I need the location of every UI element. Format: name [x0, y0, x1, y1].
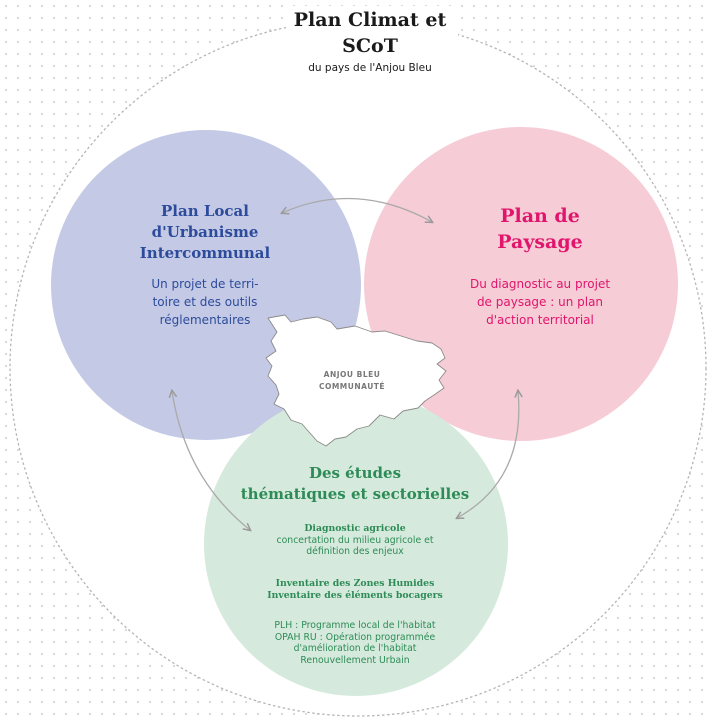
etudes-item-heading: Diagnostic agricole: [304, 523, 406, 534]
etudes-item-text: Renouvellement Urbain: [300, 654, 410, 666]
territory-label: ANJOU BLEU COMMUNAUTÉ: [318, 370, 386, 391]
arrow-plui-paysage: [282, 197, 432, 222]
arrow-paysage-etudes: [457, 391, 519, 518]
etudes-item-text: OPAH RU : Opération programmée: [274, 631, 436, 643]
etudes-title: Des études thématiques et sectorielles: [240, 464, 470, 503]
etudes-inventaires-group: Inventaire des Zones Humides Inventaire …: [232, 578, 478, 601]
etudes-item-text: définition des enjeux: [306, 546, 404, 557]
paysage-description: Du diagnostic au projet de paysage : un …: [469, 277, 611, 327]
main-subtitle: du pays de l'Anjou Bleu: [308, 62, 432, 74]
etudes-item-heading: Inventaire des éléments bocagers: [267, 589, 443, 601]
title-backdrop: [286, 6, 458, 66]
etudes-circle: [204, 392, 508, 696]
plui-description: Un projet de terri- toire et des outils …: [151, 277, 259, 327]
territory-map-shape: [265, 314, 447, 447]
etudes-agricole-group: Diagnostic agricole concertation du mili…: [232, 523, 478, 558]
etudes-habitat-group: PLH : Programme local de l'habitat OPAH …: [232, 620, 478, 666]
paysage-circle: [364, 127, 678, 441]
etudes-item-text: concertation du milieu agricole et: [276, 534, 434, 546]
plui-title: Plan Local d'Urbanisme Intercommunal: [139, 202, 271, 262]
etudes-item-text: PLH : Programme local de l'habitat: [274, 620, 436, 631]
main-title: Plan Climat et SCoT: [293, 9, 447, 57]
etudes-item-heading: Inventaire des Zones Humides: [275, 578, 435, 589]
arrow-plui-etudes: [172, 391, 250, 530]
paysage-title: Plan de Paysage: [497, 205, 583, 253]
etudes-item-text: d'amélioration de l'habitat: [293, 643, 417, 654]
